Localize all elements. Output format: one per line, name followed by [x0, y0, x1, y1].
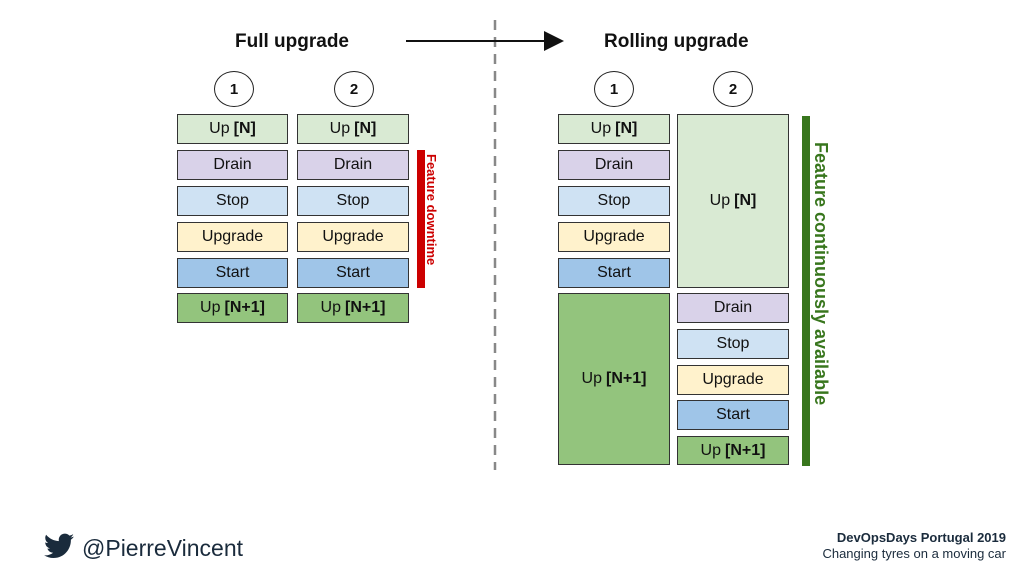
right-node2-start: Start — [677, 400, 789, 430]
left-node1-stop: Stop — [177, 186, 288, 216]
right-node2-drain: Drain — [677, 293, 789, 323]
right-node1-stop: Stop — [558, 186, 670, 216]
feature-available-label: Feature continuously available — [811, 142, 831, 406]
right-node2-upgrade: Upgrade — [677, 365, 789, 395]
left-node2-upgrade: Upgrade — [297, 222, 409, 252]
right-node1-up-n1: Up[N+1] — [558, 293, 670, 465]
left-node1-drain: Drain — [177, 150, 288, 180]
full-upgrade-title: Full upgrade — [235, 31, 349, 52]
right-node1-start: Start — [558, 258, 670, 288]
right-node2-stop: Stop — [677, 329, 789, 359]
twitter-bird-icon — [44, 533, 74, 564]
right-node1-up-n: Up[N] — [558, 114, 670, 144]
talk-title: Changing tyres on a moving car — [822, 546, 1006, 561]
left-node1-start: Start — [177, 258, 288, 288]
right-node1-upgrade: Upgrade — [558, 222, 670, 252]
right-node2-up-n: Up[N] — [677, 114, 789, 288]
left-node2-drain: Drain — [297, 150, 409, 180]
node-1-circle-left: 1 — [214, 71, 254, 107]
left-node1-up-n: Up[N] — [177, 114, 288, 144]
feature-available-bar — [802, 116, 810, 466]
rolling-upgrade-title: Rolling upgrade — [604, 31, 749, 52]
feature-downtime-label: Feature downtime — [424, 154, 439, 266]
left-node2-up-n1: Up[N+1] — [297, 293, 409, 323]
event-name: DevOpsDays Portugal 2019 — [836, 530, 1006, 545]
node-1-circle-right: 1 — [594, 71, 634, 107]
left-node1-up-n1: Up[N+1] — [177, 293, 288, 323]
left-node2-start: Start — [297, 258, 409, 288]
node-2-circle-right: 2 — [713, 71, 753, 107]
left-node1-upgrade: Upgrade — [177, 222, 288, 252]
right-node1-drain: Drain — [558, 150, 670, 180]
twitter-handle: @PierreVincent — [82, 535, 243, 561]
left-node2-stop: Stop — [297, 186, 409, 216]
feature-downtime-bar — [417, 150, 425, 288]
left-node2-up-n: Up[N] — [297, 114, 409, 144]
node-2-circle-left: 2 — [334, 71, 374, 107]
right-node2-up-n1: Up[N+1] — [677, 436, 789, 465]
